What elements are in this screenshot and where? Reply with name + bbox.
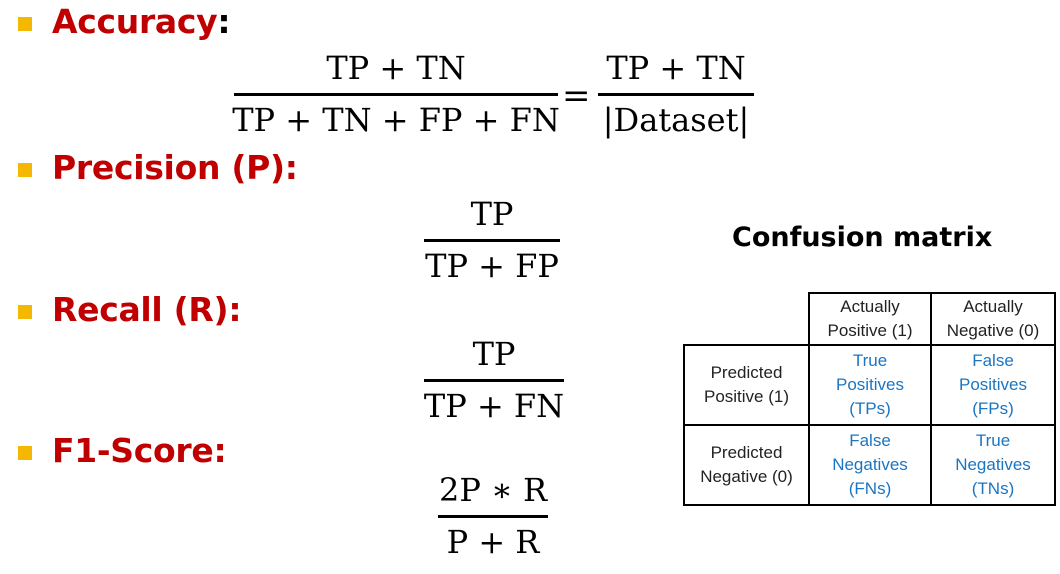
accuracy-fraction-right: TP + TN |Dataset| [598, 48, 754, 140]
bullet-icon [18, 446, 32, 460]
recall-fraction: TP TP + FN [424, 334, 564, 426]
accuracy-denominator: TP + TN + FP + FN [232, 101, 560, 139]
fraction-bar [598, 93, 754, 96]
cell-true-positives: True Positives (TPs) [808, 344, 932, 426]
f1-denominator: P + R [446, 523, 540, 561]
f1-label: F1-Score [52, 431, 214, 470]
precision-label: Precision (P) [52, 148, 285, 187]
f1-heading: F1-Score: [52, 431, 227, 470]
recall-denominator: TP + FN [423, 387, 565, 425]
column-header-actually-positive: Actually Positive (1) [808, 292, 932, 346]
fraction-bar [424, 239, 560, 242]
f1-numerator: 2P ∗ R [438, 471, 548, 509]
colon: : [213, 431, 227, 470]
recall-numerator: TP [472, 335, 516, 373]
recall-label: Recall (R) [52, 290, 229, 329]
recall-heading: Recall (R): [52, 290, 242, 329]
row-header-predicted-positive: Predicted Positive (1) [683, 344, 810, 426]
f1-fraction: 2P ∗ R P + R [438, 470, 548, 562]
cell-false-positives: False Positives (FPs) [930, 344, 1056, 426]
fraction-bar [438, 515, 548, 518]
accuracy-numerator-2: TP + TN [606, 49, 746, 87]
equals-sign: = [562, 76, 591, 116]
cell-true-negatives: True Negatives (TNs) [930, 424, 1056, 506]
precision-denominator: TP + FP [425, 247, 559, 285]
accuracy-denominator-2: |Dataset| [602, 101, 750, 139]
colon: : [217, 2, 231, 41]
row-header-predicted-negative: Predicted Negative (0) [683, 424, 810, 506]
accuracy-fraction-left: TP + TN TP + TN + FP + FN [232, 48, 560, 140]
bullet-icon [18, 17, 32, 31]
confusion-matrix-title: Confusion matrix [732, 222, 993, 253]
fraction-bar [424, 379, 564, 382]
fraction-bar [234, 93, 558, 96]
precision-fraction: TP TP + FP [424, 194, 560, 286]
column-header-actually-negative: Actually Negative (0) [930, 292, 1056, 346]
bullet-icon [18, 163, 32, 177]
bullet-icon [18, 305, 32, 319]
precision-heading: Precision (P): [52, 148, 298, 187]
cell-false-negatives: False Negatives (FNs) [808, 424, 932, 506]
accuracy-numerator: TP + TN [326, 49, 466, 87]
colon: : [284, 148, 298, 187]
accuracy-heading: Accuracy: [52, 2, 231, 41]
accuracy-label: Accuracy [52, 2, 218, 41]
colon: : [228, 290, 242, 329]
precision-numerator: TP [470, 195, 514, 233]
